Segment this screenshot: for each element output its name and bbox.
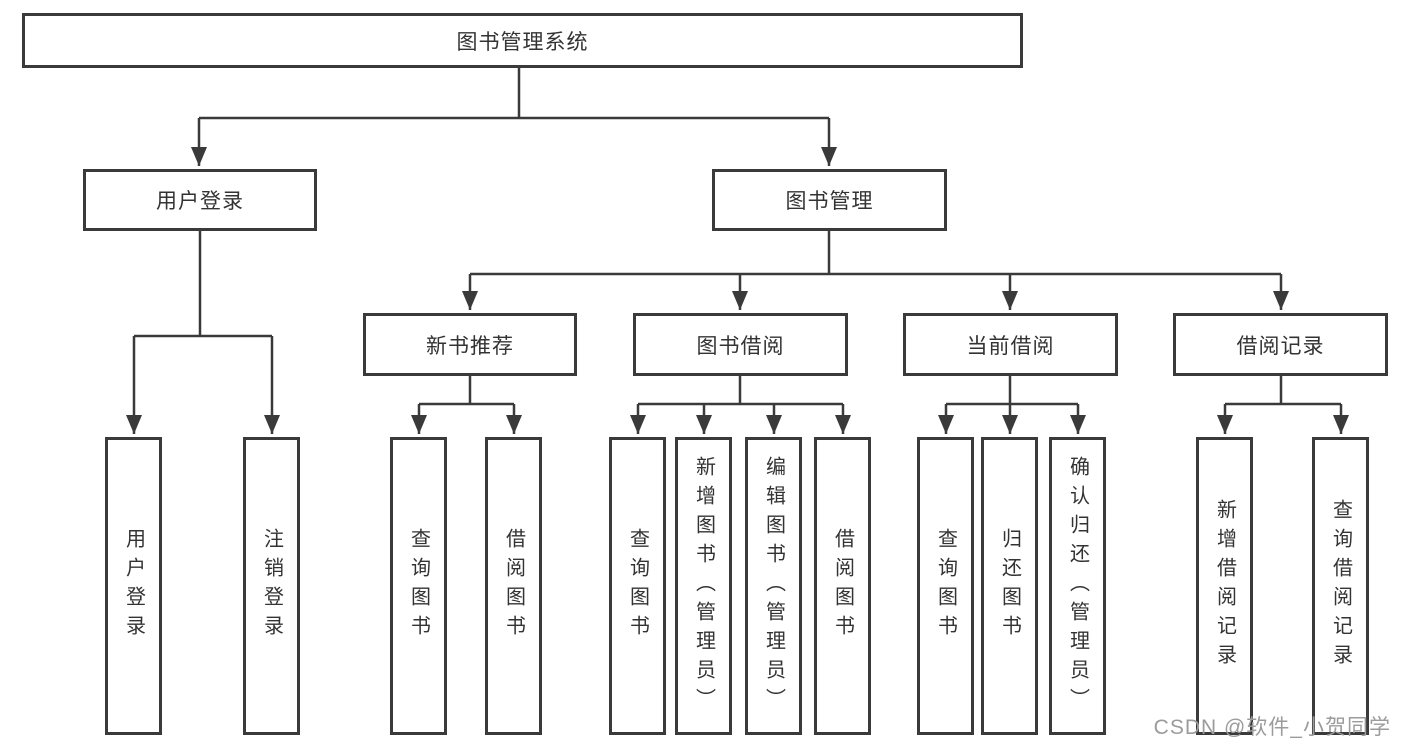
- node-label: 注销登录: [260, 528, 283, 644]
- node-label: 图书借阅: [696, 334, 785, 358]
- node-label: 借阅图书: [502, 528, 525, 644]
- leaf-query-books-current: 查询图书: [917, 437, 974, 735]
- node-label: 确认归还（管理员）: [1066, 455, 1089, 717]
- node-label: 图书管理: [785, 190, 874, 213]
- node-label: 查询图书: [626, 528, 649, 644]
- node-book-borrowing: 图书借阅: [633, 313, 848, 376]
- node-label: 查询图书: [407, 528, 430, 644]
- node-label: 图书管理系统: [456, 30, 589, 54]
- node-book-management: 图书管理: [712, 169, 947, 231]
- node-label: 查询图书: [934, 528, 957, 644]
- node-borrowing-records: 借阅记录: [1173, 313, 1388, 376]
- watermark-text: CSDN @软件_小贺同学: [1153, 716, 1391, 739]
- leaf-borrow-books-recommend: 借阅图书: [485, 437, 542, 735]
- node-label: 编辑图书（管理员）: [762, 455, 785, 717]
- leaf-edit-books-admin: 编辑图书（管理员）: [745, 437, 802, 735]
- leaf-query-borrow-record: 查询借阅记录: [1312, 437, 1369, 735]
- node-label: 新增借阅记录: [1213, 499, 1236, 673]
- leaf-borrow-books-borrow: 借阅图书: [814, 437, 871, 735]
- node-label: 用户登录: [122, 528, 145, 644]
- node-new-book-recommendation: 新书推荐: [363, 313, 577, 376]
- node-current-borrowing: 当前借阅: [903, 313, 1118, 376]
- node-label: 归还图书: [998, 528, 1021, 644]
- leaf-user-login: 用户登录: [105, 437, 162, 735]
- node-user-login: 用户登录: [83, 169, 317, 231]
- leaf-query-books-borrow: 查询图书: [609, 437, 666, 735]
- node-library-management-system: 图书管理系统: [22, 13, 1023, 68]
- leaf-add-borrow-record: 新增借阅记录: [1196, 437, 1253, 735]
- node-label: 用户登录: [156, 190, 244, 213]
- node-label: 新书推荐: [426, 334, 514, 358]
- leaf-confirm-return-admin: 确认归还（管理员）: [1049, 437, 1106, 735]
- leaf-logout-login: 注销登录: [243, 437, 300, 735]
- node-label: 新增图书（管理员）: [692, 455, 715, 717]
- leaf-query-books-recommend: 查询图书: [390, 437, 447, 735]
- leaf-add-books-admin: 新增图书（管理员）: [675, 437, 732, 735]
- node-label: 当前借阅: [966, 334, 1055, 358]
- node-label: 借阅图书: [831, 528, 854, 644]
- leaf-return-books: 归还图书: [981, 437, 1038, 735]
- node-label: 借阅记录: [1236, 334, 1325, 358]
- node-label: 查询借阅记录: [1329, 499, 1352, 673]
